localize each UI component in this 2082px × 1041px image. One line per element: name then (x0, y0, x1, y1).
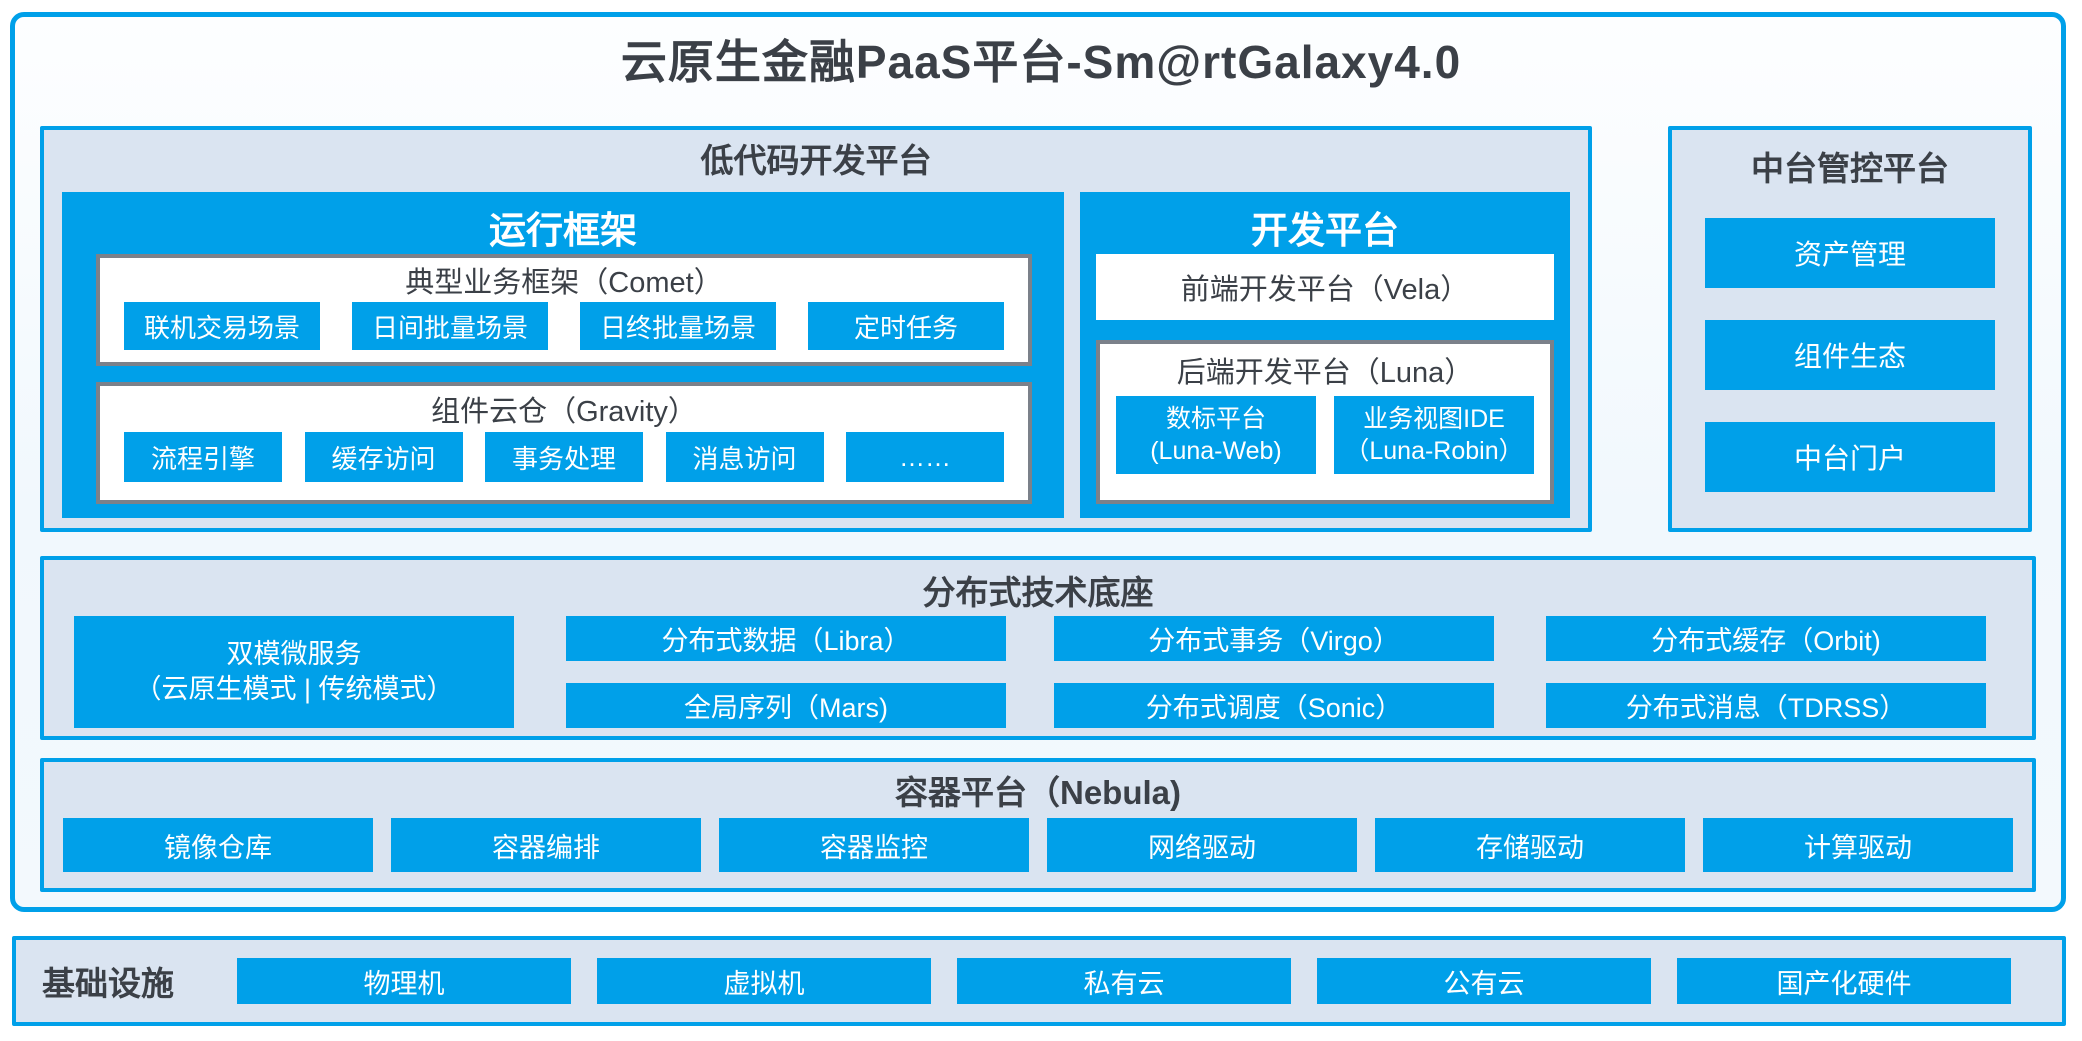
infra-item-domestic-hardware: 国产化硬件 (1677, 958, 2011, 1004)
container-item-network-driver: 网络驱动 (1047, 818, 1357, 872)
comet-framework-label: 典型业务框架（Comet） (405, 267, 723, 299)
comet-items-row: 联机交易场景 日间批量场景 日终批量场景 定时任务 (100, 302, 1028, 350)
comet-framework-box: 典型业务框架（Comet） 联机交易场景 日间批量场景 日终批量场景 定时任务 (96, 254, 1032, 366)
luna-robin-line2: （Luna-Robin） (1344, 437, 1524, 465)
distributed-cache-item: 分布式缓存（Orbit) (1546, 616, 1986, 661)
luna-robin-item: 业务视图IDE （Luna-Robin） (1334, 396, 1534, 474)
gravity-item: 流程引擎 (124, 432, 282, 482)
gravity-item: 事务处理 (485, 432, 643, 482)
distributed-base-title: 分布式技术底座 (922, 574, 1154, 611)
gravity-warehouse-label: 组件云仓（Gravity） (431, 396, 697, 428)
runtime-framework-title: 运行框架 (489, 210, 637, 251)
luna-backend-label: 后端开发平台（Luna） (1176, 357, 1474, 389)
distributed-transaction-item: 分布式事务（Virgo） (1054, 616, 1494, 661)
gravity-item: 缓存访问 (304, 432, 463, 482)
infrastructure-title: 基础设施 (42, 965, 174, 1002)
container-item-monitoring: 容器监控 (719, 818, 1029, 872)
dual-mode-microservice-item: 双模微服务 （云原生模式 | 传统模式） (74, 616, 514, 728)
gravity-item: 消息访问 (665, 432, 824, 482)
comet-item: 日间批量场景 (352, 302, 548, 350)
gravity-warehouse-box: 组件云仓（Gravity） 流程引擎 缓存访问 事务处理 消息访问 …… (96, 382, 1032, 504)
dev-platform-title: 开发平台 (1251, 210, 1399, 251)
infra-item-physical-machine: 物理机 (237, 958, 571, 1004)
vela-frontend-label: 前端开发平台（Vela） (1180, 274, 1470, 306)
midplatform-item-portal: 中台门户 (1705, 422, 1995, 492)
luna-robin-line1: 业务视图IDE (1363, 405, 1505, 433)
dual-mode-line1: 双模微服务 (226, 639, 362, 670)
midplatform-item-asset-management: 资产管理 (1705, 218, 1995, 288)
page-title: 云原生金融PaaS平台-Sm@rtGalaxy4.0 (620, 36, 1462, 88)
container-platform-title: 容器平台（Nebula) (894, 774, 1181, 811)
comet-item: 联机交易场景 (124, 302, 320, 350)
container-item-storage-driver: 存储驱动 (1375, 818, 1685, 872)
luna-web-item: 数标平台 (Luna-Web) (1116, 396, 1316, 474)
infra-item-private-cloud: 私有云 (957, 958, 1291, 1004)
distributed-message-item: 分布式消息（TDRSS） (1546, 683, 1986, 728)
comet-item: 日终批量场景 (580, 302, 776, 350)
midplatform-title: 中台管控平台 (1751, 150, 1949, 187)
infra-item-public-cloud: 公有云 (1317, 958, 1651, 1004)
distributed-scheduler-item: 分布式调度（Sonic） (1054, 683, 1494, 728)
vela-frontend-box: 前端开发平台（Vela） (1096, 254, 1554, 320)
global-sequence-item: 全局序列（Mars) (566, 683, 1006, 728)
infra-item-virtual-machine: 虚拟机 (597, 958, 931, 1004)
luna-web-line2: (Luna-Web) (1150, 437, 1282, 465)
dual-mode-line2: （云原生模式 | 传统模式） (134, 674, 454, 704)
container-items-row: 镜像仓库 容器编排 容器监控 网络驱动 存储驱动 计算驱动 (40, 818, 2036, 872)
comet-item: 定时任务 (808, 302, 1004, 350)
luna-backend-box: 后端开发平台（Luna） 数标平台 (Luna-Web) 业务视图IDE （Lu… (1096, 340, 1554, 504)
gravity-items-row: 流程引擎 缓存访问 事务处理 消息访问 …… (100, 432, 1028, 482)
container-item-compute-driver: 计算驱动 (1703, 818, 2013, 872)
container-item-orchestration: 容器编排 (391, 818, 701, 872)
distributed-data-item: 分布式数据（Libra） (566, 616, 1006, 661)
gravity-item-ellipsis: …… (846, 432, 1004, 482)
infrastructure-items-row: 物理机 虚拟机 私有云 公有云 国产化硬件 (237, 958, 2011, 1004)
container-item-image-registry: 镜像仓库 (63, 818, 373, 872)
luna-web-line1: 数标平台 (1165, 405, 1266, 433)
luna-items-row: 数标平台 (Luna-Web) 业务视图IDE （Luna-Robin） (1100, 396, 1550, 474)
midplatform-item-component-ecosystem: 组件生态 (1705, 320, 1995, 390)
lowcode-platform-title: 低代码开发平台 (700, 142, 932, 179)
